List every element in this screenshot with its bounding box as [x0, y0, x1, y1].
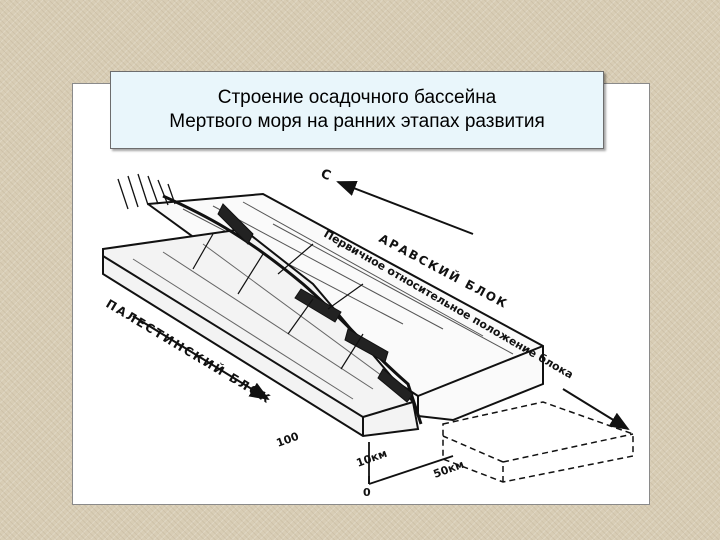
scale-10km-label: 10км — [355, 447, 389, 470]
slide-title-box: Строение осадочного бассейна Мертвого мо… — [110, 71, 604, 149]
northern-scarp-hatching — [117, 173, 176, 210]
scale-zero-label: 0 — [363, 486, 371, 499]
scale-100-label: 100 — [275, 430, 301, 450]
dead-sea-basin-diagram: С АРАВСКИЙ БЛОК Первичное относительное … — [102, 167, 634, 499]
palestinian-block-arrow — [132, 315, 270, 401]
rift-zone — [162, 194, 423, 425]
north-label: С — [319, 167, 333, 184]
initial-position-outline — [442, 401, 634, 483]
arabian-direction-arrow — [562, 388, 630, 431]
palestinian-block-slab — [102, 227, 420, 438]
slide-title-line-1: Строение осадочного бассейна — [217, 87, 497, 108]
north-arrow — [336, 181, 474, 235]
scale-bar — [368, 442, 454, 485]
slide-title-line-2: Мертвого моря на ранних этапах развития — [169, 111, 545, 132]
diagram-panel: С АРАВСКИЙ БЛОК Первичное относительное … — [72, 83, 650, 505]
